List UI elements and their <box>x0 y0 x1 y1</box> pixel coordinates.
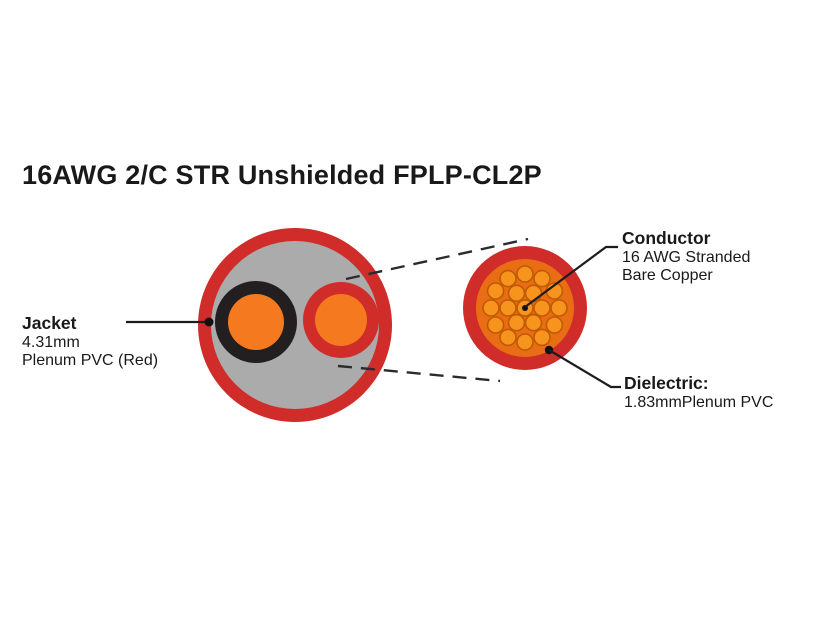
strand <box>486 316 505 334</box>
magnifier-dashed-lines <box>337 237 529 383</box>
conductor-label-name: Conductor <box>622 228 711 248</box>
strand <box>533 328 551 347</box>
jacket-label-material: Plenum PVC (Red) <box>22 352 159 370</box>
conductor-right-core <box>315 294 367 346</box>
conductor-leader-line <box>524 245 618 308</box>
jacket-anchor-dot <box>204 317 214 327</box>
jacket-label: Jacket 4.31mm Plenum PVC (Red) <box>22 313 159 370</box>
strand <box>499 269 517 288</box>
strand <box>533 299 551 317</box>
jacket-label-name: Jacket <box>22 313 77 333</box>
strand <box>499 328 517 347</box>
dielectric-label-name: Dielectric: <box>624 373 709 393</box>
magnifier-line-bottom <box>337 364 501 383</box>
strand <box>516 333 534 351</box>
strand <box>524 284 543 303</box>
conductor-right <box>303 282 379 358</box>
dielectric-leader-line <box>548 349 621 389</box>
strand <box>482 299 500 317</box>
strand <box>545 316 564 334</box>
strand <box>533 269 551 288</box>
conductor-label-material: Bare Copper <box>622 267 713 285</box>
cable-cross-section <box>198 228 392 422</box>
leader-lines <box>126 245 621 389</box>
strand <box>486 282 505 300</box>
dielectric-label: Dielectric: 1.83mmPlenum PVC <box>624 373 774 412</box>
zoom-detail <box>463 246 587 370</box>
conductor-left-core <box>228 294 284 350</box>
strand <box>507 313 526 332</box>
magnifier-line-top <box>345 237 529 281</box>
dielectric-label-spec: 1.83mmPlenum PVC <box>624 393 774 411</box>
strand <box>550 299 568 317</box>
jacket-label-size: 4.31mm <box>22 333 80 351</box>
strand <box>524 313 543 332</box>
conductor-label: Conductor 16 AWG Stranded Bare Copper <box>622 228 751 285</box>
strand <box>507 284 526 303</box>
conductor-left <box>215 281 297 363</box>
conductor-label-gauge: 16 AWG Stranded <box>622 248 751 266</box>
strand <box>499 299 517 317</box>
page-title: 16AWG 2/C STR Unshielded FPLP-CL2P <box>22 160 542 190</box>
strand <box>516 265 534 283</box>
